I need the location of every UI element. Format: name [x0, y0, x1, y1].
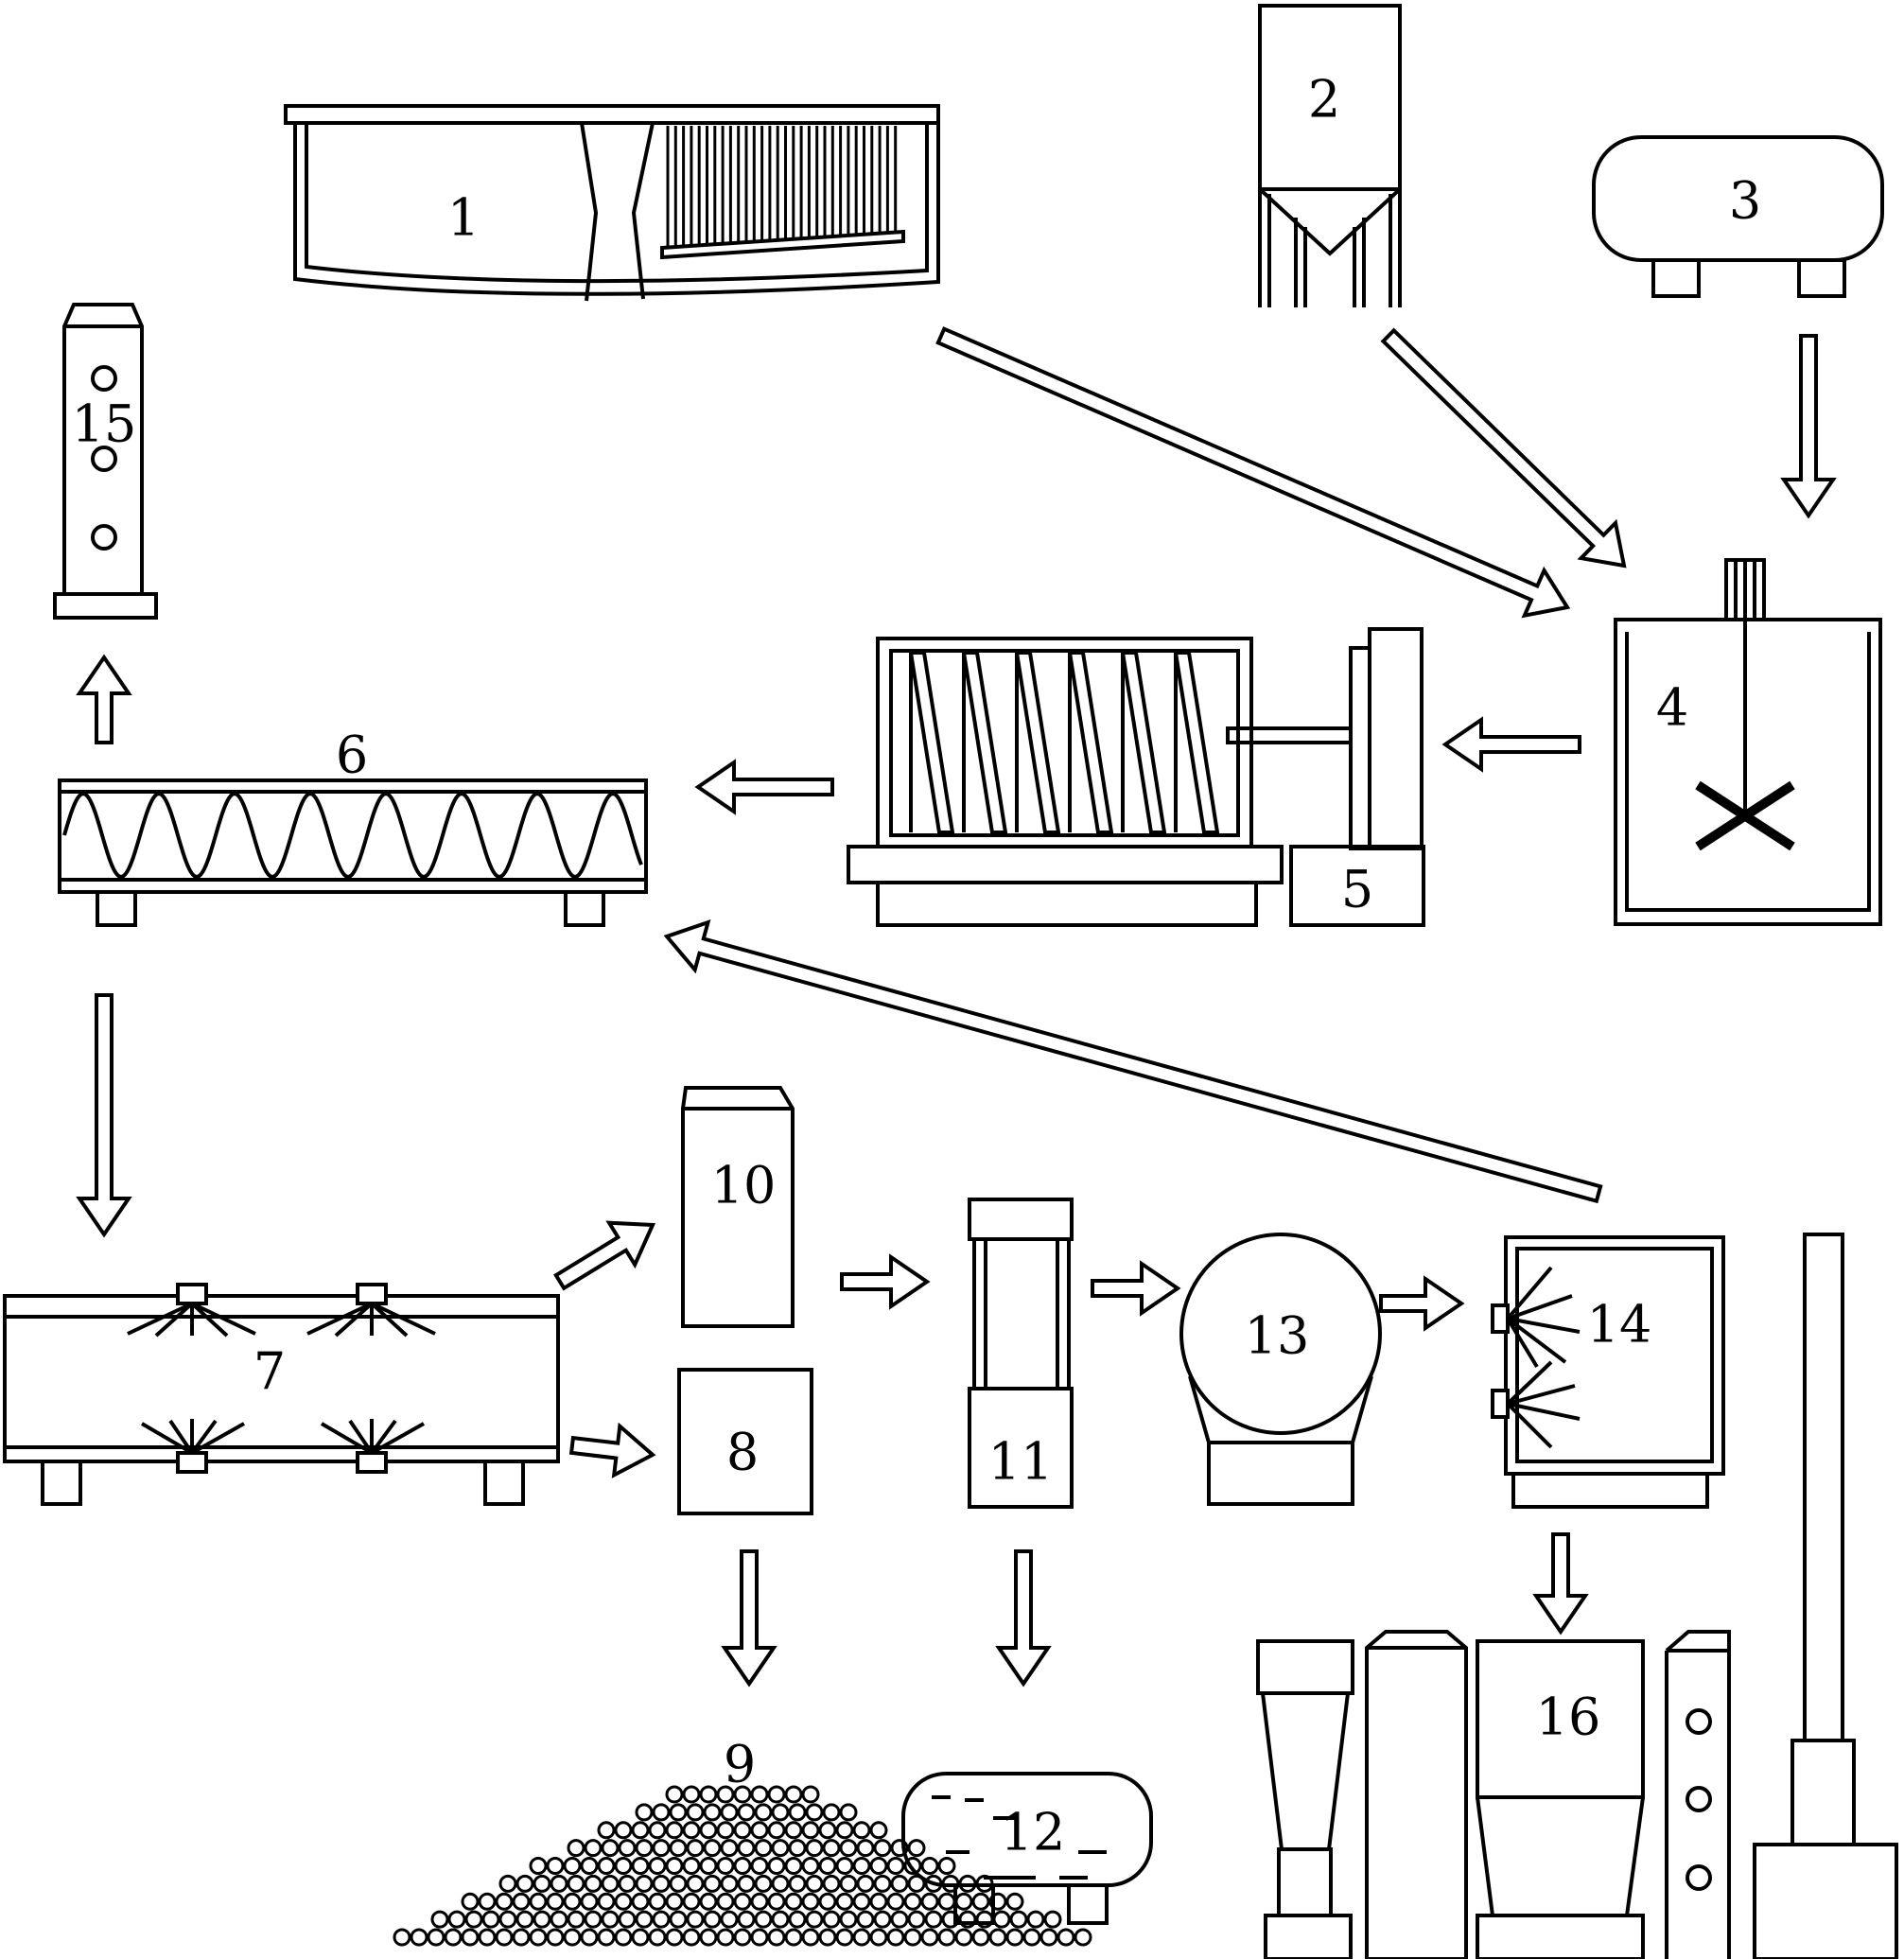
arrow-11-to-12: [995, 1549, 1052, 1688]
equipment-label-9: 9: [724, 1735, 756, 1794]
equipment-label-6: 6: [336, 726, 368, 785]
equipment-5-filter-press: 5: [847, 627, 1425, 927]
equipment-2-silo: 2: [1258, 4, 1402, 307]
equipment-14-spray-cabinet: 14: [1491, 1235, 1725, 1509]
arrow-5-to-6: [694, 759, 834, 815]
equipment-7-spray-washer: 7: [3, 1283, 560, 1506]
arrow-4-to-5: [1441, 716, 1581, 773]
equipment-16-plant-assembly: 16: [1256, 1233, 1898, 1959]
equipment-10-unit: 10: [681, 1086, 795, 1328]
equipment-6-screw-conveyor: 6: [58, 726, 648, 927]
equipment-13-sphere-unit: 13: [1179, 1233, 1382, 1506]
equipment-label-12: 12: [1001, 1803, 1066, 1863]
arrow-2-to-4: [1380, 327, 1627, 568]
equipment-label-3: 3: [1729, 171, 1761, 231]
arrow-8-to-9: [721, 1549, 777, 1688]
screw-spiral: [62, 791, 643, 880]
arrow-6-to-15: [76, 654, 132, 744]
equipment-15-column: 15: [53, 303, 158, 620]
equipment-9-product-pile: 9: [393, 1735, 1092, 1947]
equipment-12-liquid-tank: 12: [901, 1772, 1153, 1925]
screen-grid: [666, 126, 898, 248]
equipment-label-4: 4: [1656, 678, 1688, 738]
equipment-label-16: 16: [1536, 1688, 1601, 1747]
particle-pile: [393, 1785, 1092, 1947]
flow-arrows: [76, 326, 1837, 1688]
equipment-label-8: 8: [726, 1423, 759, 1482]
arrow-3-to-4: [1780, 334, 1837, 519]
equipment-label-15: 15: [72, 394, 137, 454]
equipment-label-11: 11: [988, 1432, 1054, 1492]
arrow-6-to-7: [76, 993, 132, 1238]
equipment-label-10: 10: [711, 1156, 777, 1216]
equipment-label-7: 7: [253, 1342, 286, 1402]
equipment-11-unit: 11: [968, 1198, 1074, 1509]
arrow-7-to-8: [568, 1422, 656, 1478]
arrow-10-to-11: [840, 1253, 931, 1310]
arrow-14-to-16: [1532, 1532, 1589, 1635]
filter-plates: [908, 651, 1220, 834]
arrow-11-to-13: [1091, 1260, 1181, 1317]
equipment-label-2: 2: [1308, 70, 1340, 130]
arrow-7-to-10: [553, 1220, 656, 1291]
equipment-label-5: 5: [1341, 860, 1373, 919]
arrow-14-to-6: [663, 918, 1603, 1204]
arrow-1-to-4: [935, 326, 1571, 619]
equipment-8-unit: 8: [677, 1368, 813, 1515]
equipment-3-storage-tank: 3: [1592, 135, 1884, 298]
arrow-13-to-14: [1379, 1275, 1465, 1332]
equipment-label-1: 1: [447, 188, 480, 248]
equipment-4-mixing-tank: 4: [1614, 558, 1882, 926]
equipment-1-sedimentation-tank: 1: [284, 104, 940, 302]
equipment-label-14: 14: [1587, 1295, 1652, 1355]
equipment-label-13: 13: [1245, 1306, 1310, 1366]
